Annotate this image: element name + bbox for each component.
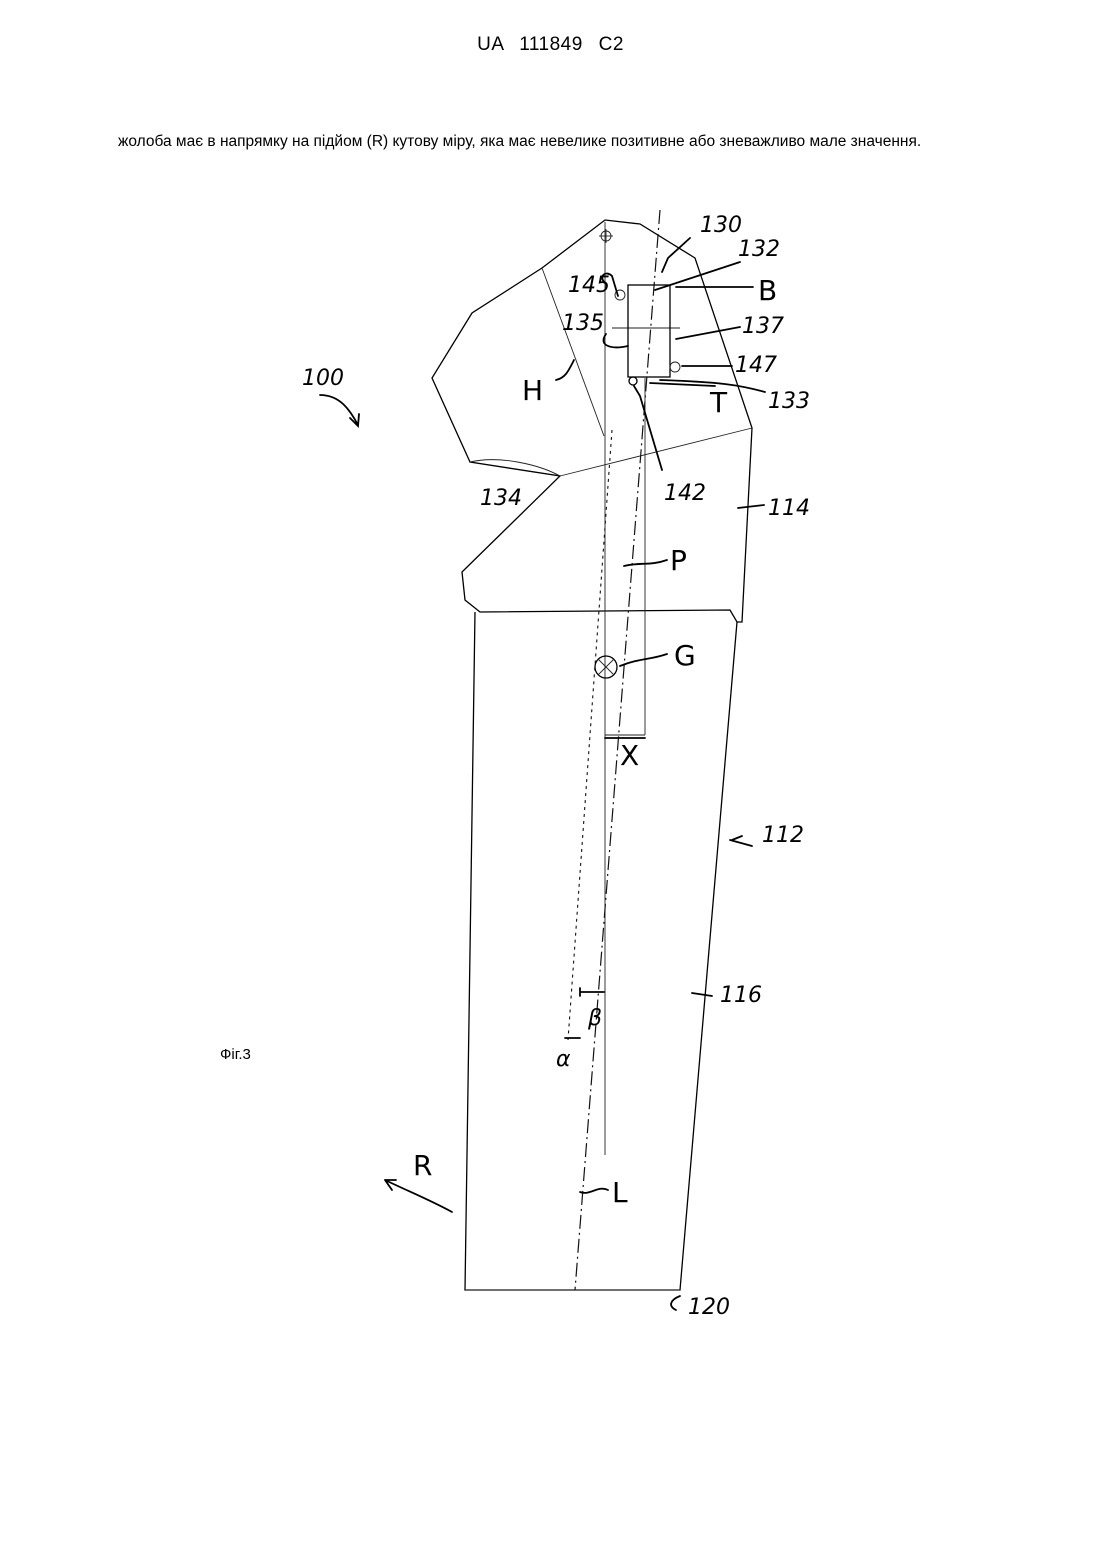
label-132: 132 [738,237,780,262]
label-133: 133 [768,389,810,414]
label-147: 147 [735,353,777,378]
label-137: 137 [742,314,784,339]
label-alpha: α [556,1047,571,1072]
label-p: P [670,544,687,577]
label-b: B [758,274,777,307]
label-h: H [522,374,543,407]
label-x: X [620,739,639,772]
label-130: 130 [700,213,742,238]
label-100: 100 [302,366,344,391]
label-l: L [612,1176,628,1209]
component-132 [599,229,680,385]
label-t: T [709,386,728,419]
label-beta: β [587,1006,602,1031]
label-116: 116 [720,983,762,1008]
label-135: 135 [562,311,604,336]
label-120: 120 [688,1295,730,1320]
label-114: 114 [768,496,810,521]
point-g-marker [595,656,617,678]
drawing-labels: 100 130 132 145 B 135 137 147 H T 133 14… [302,213,810,1320]
label-145: 145 [568,273,610,298]
label-r: R [413,1149,432,1182]
label-134: 134 [480,486,522,511]
label-g: G [674,639,696,672]
label-142: 142 [664,481,706,506]
label-112: 112 [762,823,804,848]
